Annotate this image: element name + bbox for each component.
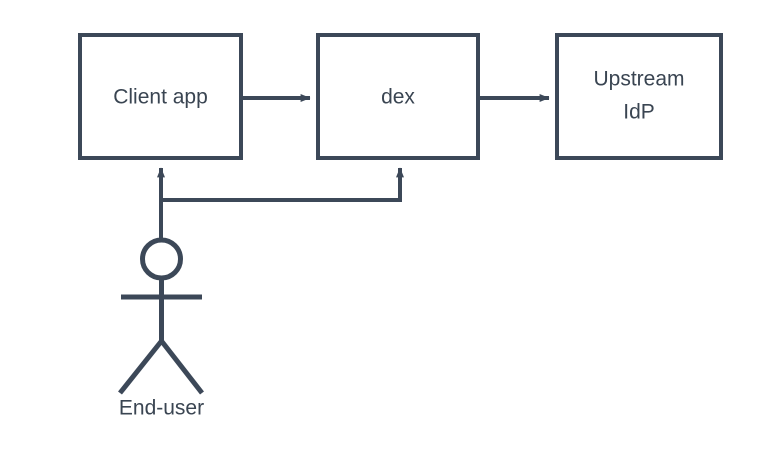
upstream-idp-box [555,33,723,160]
node-upstream-idp[interactable]: Upstream IdP [555,33,723,160]
actor-head-icon [140,237,183,281]
actor-leg-right [159,339,204,395]
actor-leg-left [118,339,164,395]
client-app-box [78,33,243,160]
dex-box [316,33,480,160]
arrow-end-user-to-dex [161,167,404,202]
upstream-idp-label-line1: Upstream [593,68,684,91]
dex-label: dex [381,86,415,109]
node-dex[interactable]: dex [316,33,480,160]
edge-end-user-to-dex[interactable] [161,167,404,202]
client-app-label: Client app [113,86,208,109]
node-client-app[interactable]: Client app [78,33,243,160]
node-end-user[interactable]: End-user [118,237,204,420]
upstream-idp-label-line2: IdP [623,101,655,124]
end-user-label: End-user [119,397,204,420]
